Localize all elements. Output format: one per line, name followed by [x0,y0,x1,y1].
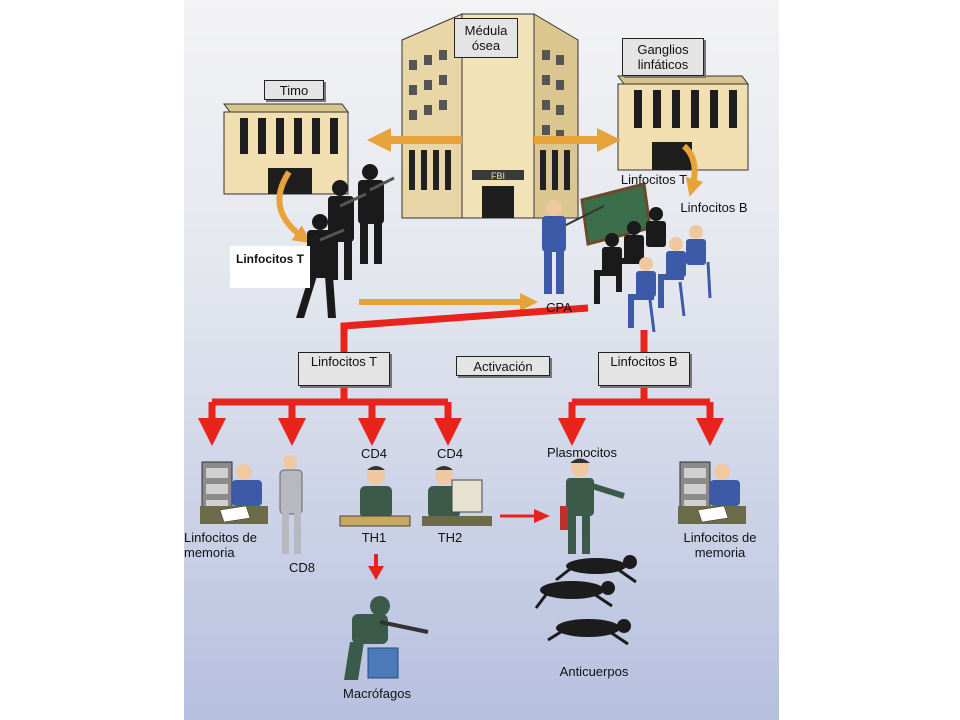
orange-arrows [276,128,704,311]
th2-figure [422,466,492,526]
activation-box: Activación [456,356,550,376]
memory-cell-left [200,461,268,524]
memory-cell-right [678,461,746,524]
plasma-cell-figure [560,458,625,554]
fbi-sign: FBI [491,171,505,181]
activation-label: Activación [473,359,533,374]
dog-figure [547,619,631,646]
b-lymphocytes-top-label: Linfocitos B [680,200,748,215]
cd4-th2-label: CD4 [436,446,463,461]
cd8-figure [279,455,303,554]
antibodies-label: Anticuerpos [559,664,629,679]
red-arrows [198,304,724,580]
lymph-node-label: Ganglios linfáticos [637,42,689,72]
agent-figure [296,214,345,318]
dog-figure [534,581,615,609]
lymph-node-building [617,75,749,171]
thymus-sign: Timo [264,80,324,100]
thymus-building [223,103,349,195]
bone-marrow-sign: Médula ósea [454,18,518,58]
antibody-dogs [534,555,637,646]
thymus-label: Timo [279,83,309,98]
b-lymphocytes-box-label: Linfocitos B [610,354,678,369]
memory-cells-right-label: Linfocitos de memoria [683,530,757,560]
cd4-th1-label: CD4 [360,446,387,461]
diagram-art: FBI [198,13,749,680]
cd8-label: CD8 [288,560,315,575]
plasma-cells-label: Plasmocitos [546,445,618,460]
t-lymphocytes-left-label: Linfocitos T [230,246,310,288]
lymph-node-sign: Ganglios linfáticos [622,38,704,76]
bone-marrow-building: FBI [401,13,579,219]
t-lymphocytes-box: Linfocitos T [298,352,390,386]
students-group [594,207,712,333]
dog-figure [555,555,637,584]
diagram-panel: FBI [184,0,779,720]
t-lymphocytes-top-label: Linfocitos T [620,172,688,187]
bone-marrow-label: Médula ósea [464,23,508,53]
cpa-label: CPA [546,300,572,315]
macrophage-soldier [344,596,429,680]
agents-group [296,164,395,318]
t-lymphocytes-box-label: Linfocitos T [310,354,378,369]
memory-cells-left-label: Linfocitos de memoria [184,530,257,560]
th2-label: TH2 [437,530,463,545]
b-lymphocytes-box: Linfocitos B [598,352,690,386]
macrophages-label: Macrófagos [343,686,411,701]
th1-figure [339,466,411,527]
agent-figure [358,164,395,264]
th1-label: TH1 [361,530,387,545]
